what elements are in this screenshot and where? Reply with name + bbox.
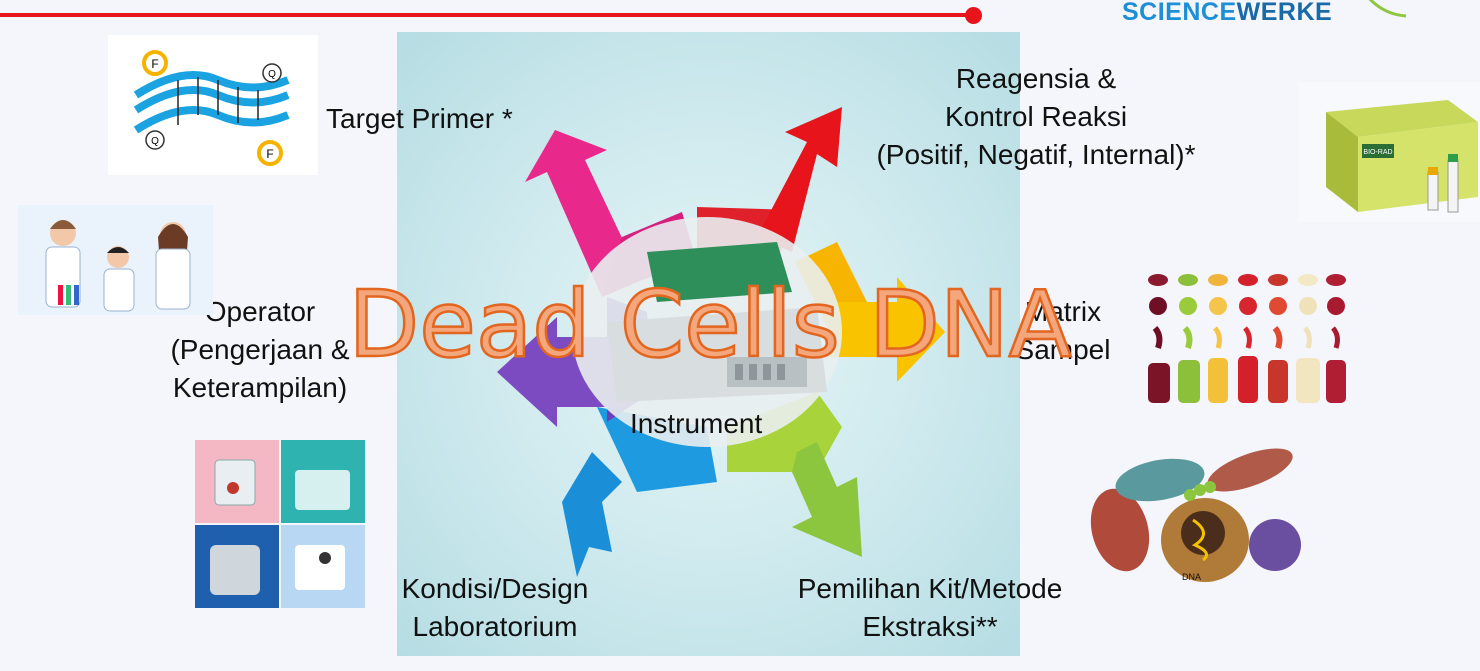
probe-q-bottom: Q: [151, 136, 159, 147]
logo-text-werke: WERKE: [1236, 0, 1333, 26]
label-pemilihan-line1: Pemilihan Kit/Metode: [797, 573, 1063, 604]
label-matrix-line1: Matrix: [1024, 296, 1102, 327]
label-kondisi: Kondisi/Design Laboratorium: [380, 570, 610, 646]
probe-f-top: F: [151, 57, 158, 71]
label-reagensia-line2: Kontrol Reaksi: [944, 101, 1128, 132]
logo-text-science: SCIENCE: [1122, 0, 1237, 26]
label-matrix-line2: Sampel: [1015, 334, 1111, 365]
label-kondisi-line1: Kondisi/Design: [401, 573, 589, 604]
green-arrow: [727, 392, 862, 557]
reagent-kit-image: BIO-RAD: [1298, 82, 1480, 222]
overlay-title: Dead Cells DNA: [347, 270, 1073, 380]
sciencewerke-logo: SCIENCEWERKE: [1122, 0, 1332, 27]
sample-matrix-image: [1140, 268, 1350, 408]
bacteria-image: DNA: [1085, 445, 1310, 590]
scientists-image: [18, 205, 213, 315]
logo-swoosh-icon: [1368, 0, 1407, 18]
label-operator-line1: Operator: [204, 296, 316, 327]
label-reagensia: Reagensia & Kontrol Reaksi (Positif, Neg…: [836, 60, 1236, 174]
label-operator-line3: Keterampilan): [172, 372, 348, 403]
laboratory-grid-image: [195, 440, 365, 608]
probe-q-top: Q: [268, 69, 276, 80]
radial-arrows-diagram: [497, 107, 945, 577]
label-operator-line2: (Pengerjaan &: [170, 334, 350, 365]
center-diagram-panel: [397, 32, 1020, 656]
probe-f-bottom: F: [266, 147, 273, 161]
label-kondisi-line2: Laboratorium: [412, 611, 578, 642]
label-reagensia-line3: (Positif, Negatif, Internal)*: [876, 139, 1196, 170]
label-pemilihan: Pemilihan Kit/Metode Ekstraksi**: [770, 570, 1090, 646]
label-operator: Operator (Pengerjaan & Keterampilan): [140, 293, 380, 407]
label-matrix-sampel: Matrix Sampel: [1000, 293, 1126, 369]
header-red-dot: [965, 7, 982, 24]
header-red-line: [0, 13, 972, 17]
label-reagensia-line1: Reagensia &: [955, 63, 1117, 94]
pcr-instrument-icon: [572, 217, 842, 447]
label-target-primer: Target Primer *: [326, 103, 513, 134]
dna-label: DNA: [1182, 572, 1201, 582]
dna-probe-image: F Q Q F: [108, 35, 318, 175]
kit-brand-label: BIO-RAD: [1363, 149, 1392, 156]
label-pemilihan-line2: Ekstraksi**: [862, 611, 998, 642]
label-instrument: Instrument: [630, 408, 763, 439]
